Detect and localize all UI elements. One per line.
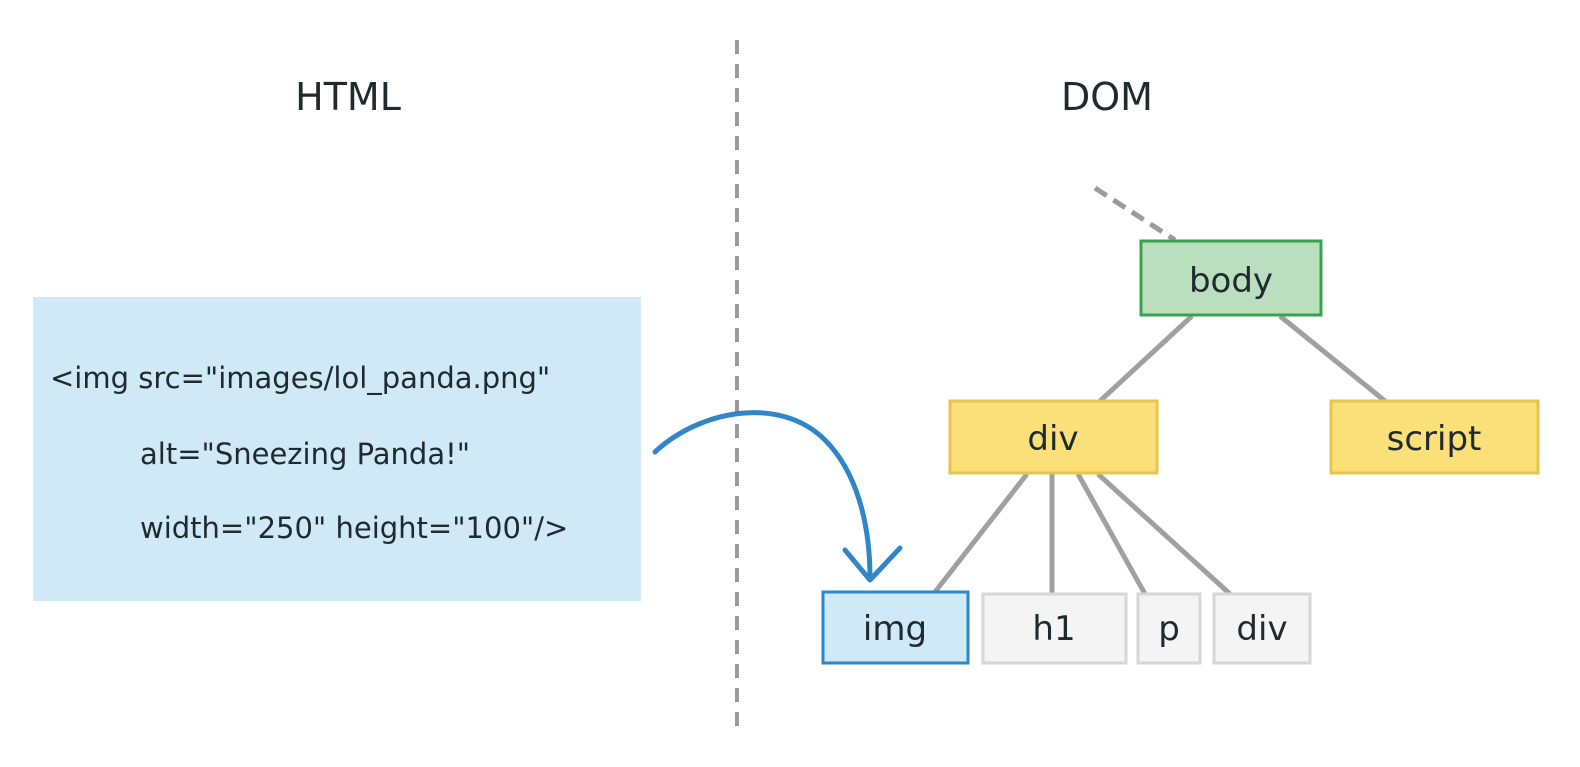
edge-div-p <box>1075 472 1148 596</box>
parent-dashed-edge <box>1093 185 1177 243</box>
node-img: img <box>821 590 970 665</box>
code-line-1: <img src="images/lol_panda.png" <box>50 361 550 395</box>
node-div: div <box>948 399 1159 475</box>
svg-text:p: p <box>1158 609 1180 649</box>
code-line-3: width="250" height="100"/> <box>140 511 568 545</box>
edge-body-script <box>1278 314 1387 403</box>
node-script: script <box>1329 399 1540 475</box>
html-code-box <box>33 297 641 601</box>
edge-div-div <box>1096 472 1232 596</box>
mapping-arrow <box>652 410 873 581</box>
svg-text:div: div <box>1027 419 1078 459</box>
svg-text:div: div <box>1236 609 1287 649</box>
heading-html: HTML <box>295 75 401 119</box>
node-div-child: div <box>1212 592 1312 665</box>
svg-text:script: script <box>1387 419 1482 459</box>
edge-body-div <box>1098 314 1194 403</box>
svg-text:body: body <box>1189 261 1273 301</box>
node-body: body <box>1139 239 1323 317</box>
node-p: p <box>1136 592 1202 665</box>
node-h1: h1 <box>981 592 1128 665</box>
svg-text:img: img <box>863 609 927 649</box>
tree-edges <box>933 314 1387 596</box>
arrow-head-icon <box>842 545 903 583</box>
heading-dom: DOM <box>1061 75 1153 119</box>
code-line-2: alt="Sneezing Panda!" <box>140 437 470 471</box>
svg-text:h1: h1 <box>1032 609 1075 649</box>
edge-div-img <box>933 472 1029 594</box>
